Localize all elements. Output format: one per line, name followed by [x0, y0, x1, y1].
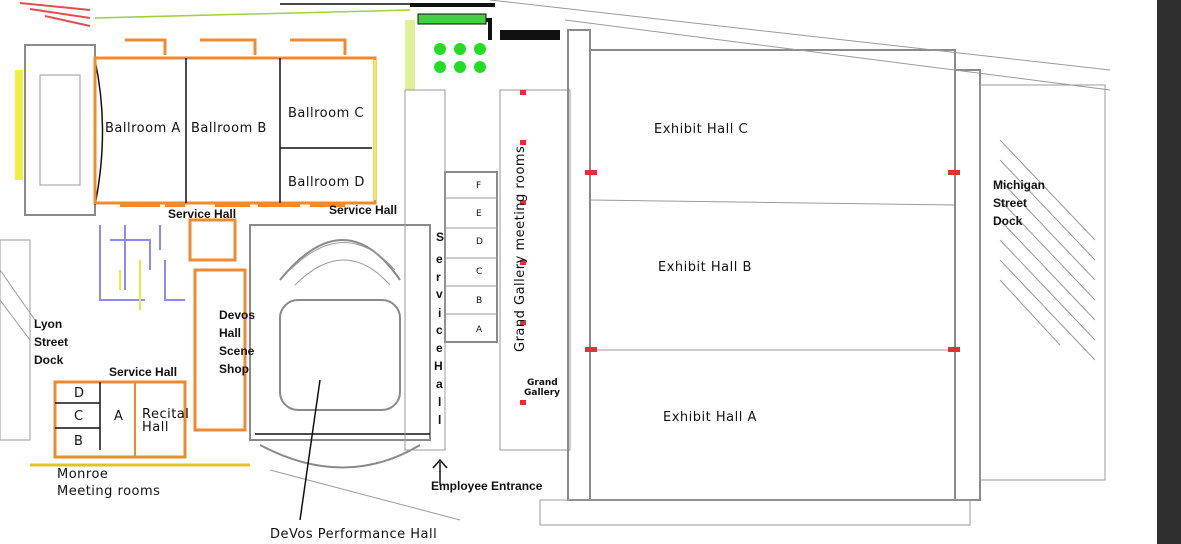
svg-text:Recital: Recital: [142, 407, 189, 422]
ballroom-b-label: Ballroom B: [191, 121, 267, 136]
svg-text:H: H: [434, 359, 443, 373]
svg-text:Gallery: Gallery: [524, 388, 560, 398]
arrow-up-icon: [432, 458, 448, 485]
svg-text:Monroe: Monroe: [57, 467, 108, 482]
svg-text:l: l: [438, 413, 441, 427]
floor-plan-map[interactable]: Ballroom A Ballroom B Ballroom C Ballroo…: [0, 0, 1157, 544]
svg-text:Lyon: Lyon: [34, 317, 62, 331]
lyon-street-dock-label: Lyon Street Dock: [34, 317, 68, 367]
svg-text:Hall: Hall: [219, 326, 241, 340]
devos-hall-block: [249, 224, 461, 521]
grand-gallery-meeting-rooms-label: Grand Gallery meeting rooms: [513, 146, 528, 352]
svg-text:Meeting rooms: Meeting rooms: [57, 484, 160, 499]
grand-gallery-label: Grand Gallery: [524, 378, 560, 398]
michigan-street-dock-label: Michigan Street Dock: [993, 178, 1045, 228]
svg-text:v: v: [436, 287, 443, 301]
service-hall-vertical-label: S e r v i c e H a l l: [434, 230, 444, 427]
svg-text:E: E: [476, 209, 482, 219]
svg-text:Hall: Hall: [142, 420, 169, 435]
svg-text:e: e: [436, 341, 443, 355]
top-left-structure: [19, 2, 560, 90]
service-hall-label: Service Hall: [329, 203, 397, 217]
svg-text:Scene: Scene: [219, 344, 255, 358]
svg-text:c: c: [436, 323, 443, 337]
svg-text:a: a: [436, 377, 443, 391]
svg-text:Shop: Shop: [219, 362, 249, 376]
svg-text:B: B: [74, 434, 83, 449]
monroe-meeting-rooms-label: Monroe Meeting rooms: [57, 467, 160, 499]
gallery-room-labels: F E D C B A: [476, 181, 483, 335]
ballroom-d-label: Ballroom D: [288, 175, 365, 190]
svg-text:C: C: [74, 409, 84, 424]
svg-text:A: A: [476, 325, 483, 335]
exhibit-hall-c-label: Exhibit Hall C: [654, 122, 748, 137]
monroe-room-labels: D C B A: [74, 386, 123, 449]
service-area-left: [0, 218, 247, 441]
svg-text:C: C: [476, 267, 482, 277]
svg-text:D: D: [74, 386, 85, 401]
exhibit-hall-b-label: Exhibit Hall B: [658, 260, 752, 275]
ballroom-block: [15, 38, 377, 216]
service-hall-label: Service Hall: [109, 365, 177, 379]
devos-performance-hall-label: DeVos Performance Hall: [270, 527, 437, 542]
svg-text:Grand: Grand: [527, 378, 558, 388]
svg-text:F: F: [476, 181, 481, 191]
ballroom-a-label: Ballroom A: [105, 121, 181, 136]
svg-text:i: i: [438, 306, 441, 320]
exhibit-hall-a-label: Exhibit Hall A: [663, 410, 757, 425]
exhibit-halls-block: [489, 0, 1111, 526]
svg-text:Dock: Dock: [993, 214, 1023, 228]
svg-text:Dock: Dock: [34, 353, 64, 367]
devos-hall-scene-shop-label: Devos Hall Scene Shop: [219, 308, 255, 376]
scrollbar[interactable]: [1157, 0, 1181, 544]
svg-text:Michigan: Michigan: [993, 178, 1045, 192]
svg-text:D: D: [476, 237, 483, 247]
svg-text:A: A: [114, 409, 123, 424]
svg-text:B: B: [476, 296, 482, 306]
service-hall-label: Service Hall: [168, 207, 236, 221]
svg-text:r: r: [436, 270, 441, 284]
svg-text:S: S: [436, 230, 444, 244]
column-markers: [520, 90, 960, 405]
svg-text:Street: Street: [993, 196, 1027, 210]
recital-hall-label: Recital Hall: [142, 407, 189, 435]
employee-entrance-label: Employee Entrance: [431, 479, 543, 493]
green-circles: [434, 43, 486, 73]
ballroom-c-label: Ballroom C: [288, 106, 364, 121]
monroe-rooms-block: [30, 380, 250, 467]
svg-text:Devos: Devos: [219, 308, 255, 322]
gallery-meeting-rooms-block: [404, 89, 571, 451]
svg-text:Street: Street: [34, 335, 68, 349]
svg-text:l: l: [438, 395, 441, 409]
svg-text:e: e: [436, 252, 443, 266]
